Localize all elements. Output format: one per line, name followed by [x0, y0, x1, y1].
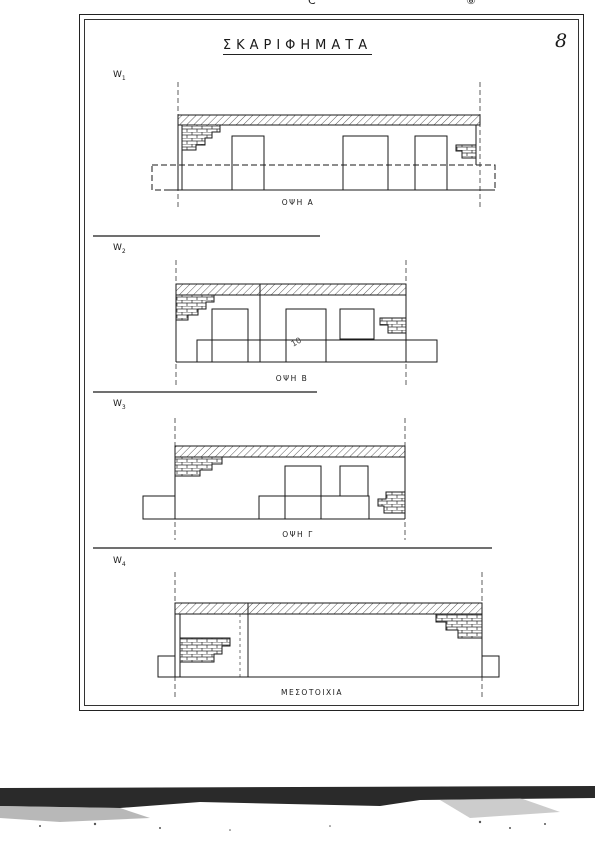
view-g-drawing — [142, 418, 406, 540]
view-a-drawing — [151, 82, 496, 210]
svg-text:10: 10 — [290, 336, 303, 349]
view-label-w3: W3 — [113, 399, 126, 411]
top-mark-right: ⑧ — [466, 0, 476, 7]
outer-frame — [79, 14, 584, 711]
page-title: ΣΚΑΡΙΦΗΜΑΤΑ — [222, 38, 373, 55]
view-w4-drawing — [157, 572, 500, 700]
view-label-w4: W4 — [113, 556, 126, 568]
caption-view-b: ΟΨΗ Β — [275, 374, 309, 383]
inner-frame — [84, 19, 579, 706]
caption-view-g: ΟΨΗ Γ — [282, 530, 314, 539]
caption-party-wall: ΜΕΣΟΤΟΙΧΙΑ — [280, 688, 344, 697]
view-label-w1: W1 — [113, 70, 126, 82]
view-b-drawing: 10 — [175, 260, 438, 385]
view-label-w2: W2 — [113, 243, 126, 255]
top-mark-left: C — [308, 0, 316, 7]
scan-edge-artifact — [0, 786, 595, 831]
page-number: 8 — [555, 30, 568, 52]
caption-view-a: ΟΨΗ Α — [281, 198, 315, 207]
